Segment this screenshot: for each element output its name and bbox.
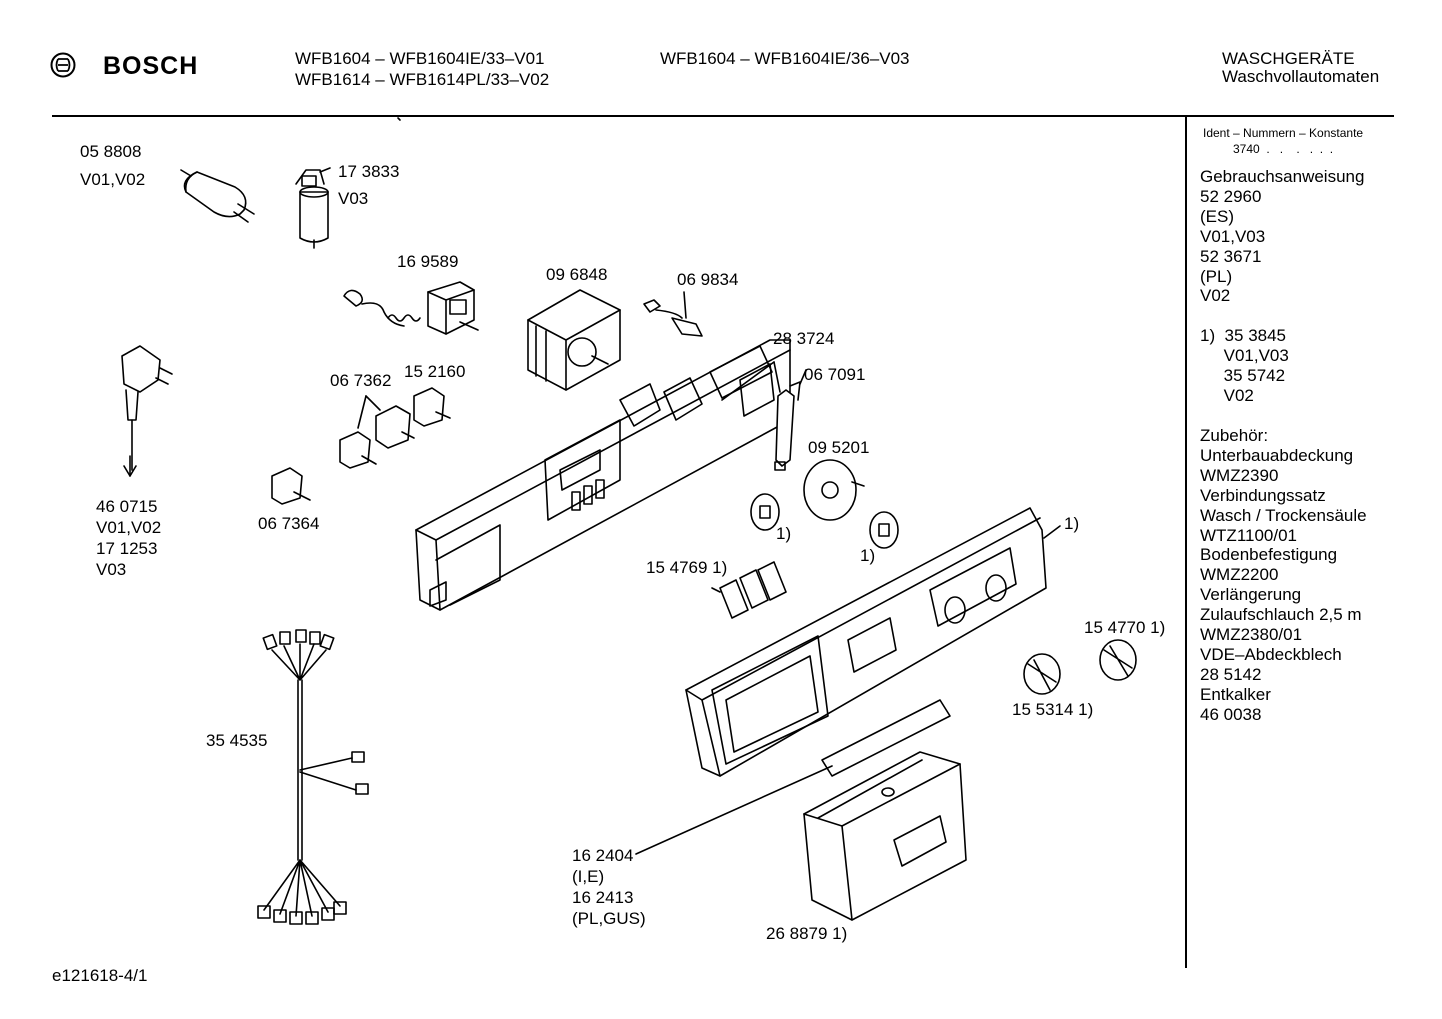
front-fascia-part xyxy=(685,507,1061,777)
sidebar-line: Verbindungssatz xyxy=(1200,485,1326,505)
sidebar-line: WTZ1100/01 xyxy=(1200,525,1298,545)
part-label-067364: 06 7364 xyxy=(258,514,320,533)
wiring-harness-part xyxy=(257,629,369,925)
sidebar-line: (PL) xyxy=(1200,266,1233,286)
header-divider xyxy=(52,115,1394,117)
model-line-1: WFB1604 – WFB1604IE/33–V01 xyxy=(295,49,545,68)
part-label-096848: 09 6848 xyxy=(546,265,608,284)
part-label-162404: 16 2404 xyxy=(572,846,634,865)
part-variant-162413: (PL,GUS) xyxy=(572,909,646,928)
brand-name: BOSCH xyxy=(103,52,199,80)
model-line-2: WFB1614 – WFB1614PL/33–V02 xyxy=(295,70,550,89)
part-label-058808: 05 8808 xyxy=(80,142,142,161)
sidebar-line: Gebrauchsanweisung xyxy=(1200,167,1365,186)
sidebar-line: V02 xyxy=(1200,286,1231,306)
part-label-162413: 16 2413 xyxy=(572,888,634,907)
sidebar-line: WMZ2380/01 xyxy=(1200,625,1303,645)
part-label-171253: 17 1253 xyxy=(96,539,158,558)
ident-block: Ident – Nummern – Konstante 3740 . . . .… xyxy=(1203,125,1363,157)
sidebar-line: Unterbauabdeckung xyxy=(1200,445,1354,465)
footnote-marker: 1) xyxy=(1064,514,1080,533)
control-knobs xyxy=(1023,639,1137,695)
sidebar-divider xyxy=(1185,117,1187,968)
sidebar-line: 1) 35 3845 xyxy=(1200,326,1287,346)
sidebar-line: WMZ2200 xyxy=(1200,565,1279,585)
sidebar-line: Zulaufschlauch 2,5 m xyxy=(1200,605,1362,625)
sidebar-line: VDE–Abdeckblech xyxy=(1200,644,1342,664)
part-variant-173833: V03 xyxy=(338,189,369,208)
model-center: WFB1604 – WFB1604IE/36–V03 xyxy=(660,49,910,68)
sidebar-line: Verlängerung xyxy=(1200,585,1302,605)
light-pipe-part xyxy=(721,361,807,471)
sidebar-line: V02 xyxy=(1200,386,1254,406)
sidebar-spacer xyxy=(1200,306,1367,326)
sidebar-line: Entkalker xyxy=(1200,684,1271,704)
sidebar-line: Zubehör: xyxy=(1200,425,1269,445)
sidebar-line: WMZ2390 xyxy=(1200,465,1279,485)
control-panel-frame xyxy=(415,339,791,611)
sidebar-line: 52 3671 xyxy=(1200,246,1262,266)
part-variant-162404: (I,E) xyxy=(572,867,605,886)
part-label-460715: 46 0715 xyxy=(96,497,158,516)
sidebar-line: 28 5142 xyxy=(1200,664,1262,684)
part-label-154769: 15 4769 1) xyxy=(646,558,728,577)
sidebar-line: 52 2960 xyxy=(1200,186,1262,206)
knob-disk-part xyxy=(750,459,899,549)
document-code: e121618-4/1 xyxy=(52,966,148,985)
part-label-152160: 15 2160 xyxy=(404,362,466,381)
part-label-283724: 28 3724 xyxy=(773,329,835,348)
thermostat-selector-part xyxy=(343,281,479,335)
sidebar-line: 46 0038 xyxy=(1200,704,1262,724)
category-title: WASCHGERÄTE xyxy=(1222,49,1355,68)
ident-label: Ident – Nummern – Konstante xyxy=(1203,126,1364,140)
sidebar-spacer xyxy=(1200,406,1367,426)
exploded-view-drawing xyxy=(121,117,1137,925)
sidebar-line: V01,V03 xyxy=(1200,226,1266,246)
programmer-part xyxy=(527,289,621,391)
sidebar-line: Wasch / Trockensäule xyxy=(1200,505,1367,525)
part-label-069834: 06 9834 xyxy=(677,270,739,289)
part-label-155314: 15 5314 1) xyxy=(1012,700,1094,719)
part-variant-171253: V03 xyxy=(96,560,127,579)
part-label-354535: 35 4535 xyxy=(206,731,268,750)
sidebar-notes: Gebrauchsanweisung 52 2960 (ES) V01,V03 … xyxy=(1200,167,1367,725)
part-label-173833: 17 3833 xyxy=(338,162,400,181)
part-variant-460715: V01,V02 xyxy=(96,518,162,537)
bosch-logo-icon xyxy=(50,52,76,78)
sensor-part xyxy=(643,291,703,337)
part-label-169589: 16 9589 xyxy=(397,252,459,271)
part-label-067362: 06 7362 xyxy=(330,371,392,390)
footnote-marker: 1) xyxy=(860,546,876,565)
sidebar-line: (ES) xyxy=(1200,206,1234,226)
push-button-keys xyxy=(711,561,787,619)
part-variant-058808: V01,V02 xyxy=(80,170,146,189)
suppressor-part xyxy=(295,167,331,249)
footnote-marker: 1) xyxy=(776,524,792,543)
category-subtitle: Waschvollautomaten xyxy=(1222,67,1380,86)
detergent-drawer-part xyxy=(635,699,967,921)
part-label-095201: 09 5201 xyxy=(808,438,870,457)
capacitor-part xyxy=(180,169,255,223)
sidebar-line: V01,V03 xyxy=(1200,346,1289,366)
pushbutton-switches xyxy=(271,387,451,505)
ident-value: 3740 . . . . . . xyxy=(1233,142,1334,156)
part-label-154770: 15 4770 1) xyxy=(1084,618,1166,637)
part-label-067091: 06 7091 xyxy=(804,365,866,384)
part-label-268879: 26 8879 1) xyxy=(766,924,848,943)
sidebar-line: 35 5742 xyxy=(1200,366,1286,386)
mains-cable-part xyxy=(121,345,173,477)
sidebar-line: Bodenbefestigung xyxy=(1200,545,1338,565)
stray-mark xyxy=(397,117,401,121)
